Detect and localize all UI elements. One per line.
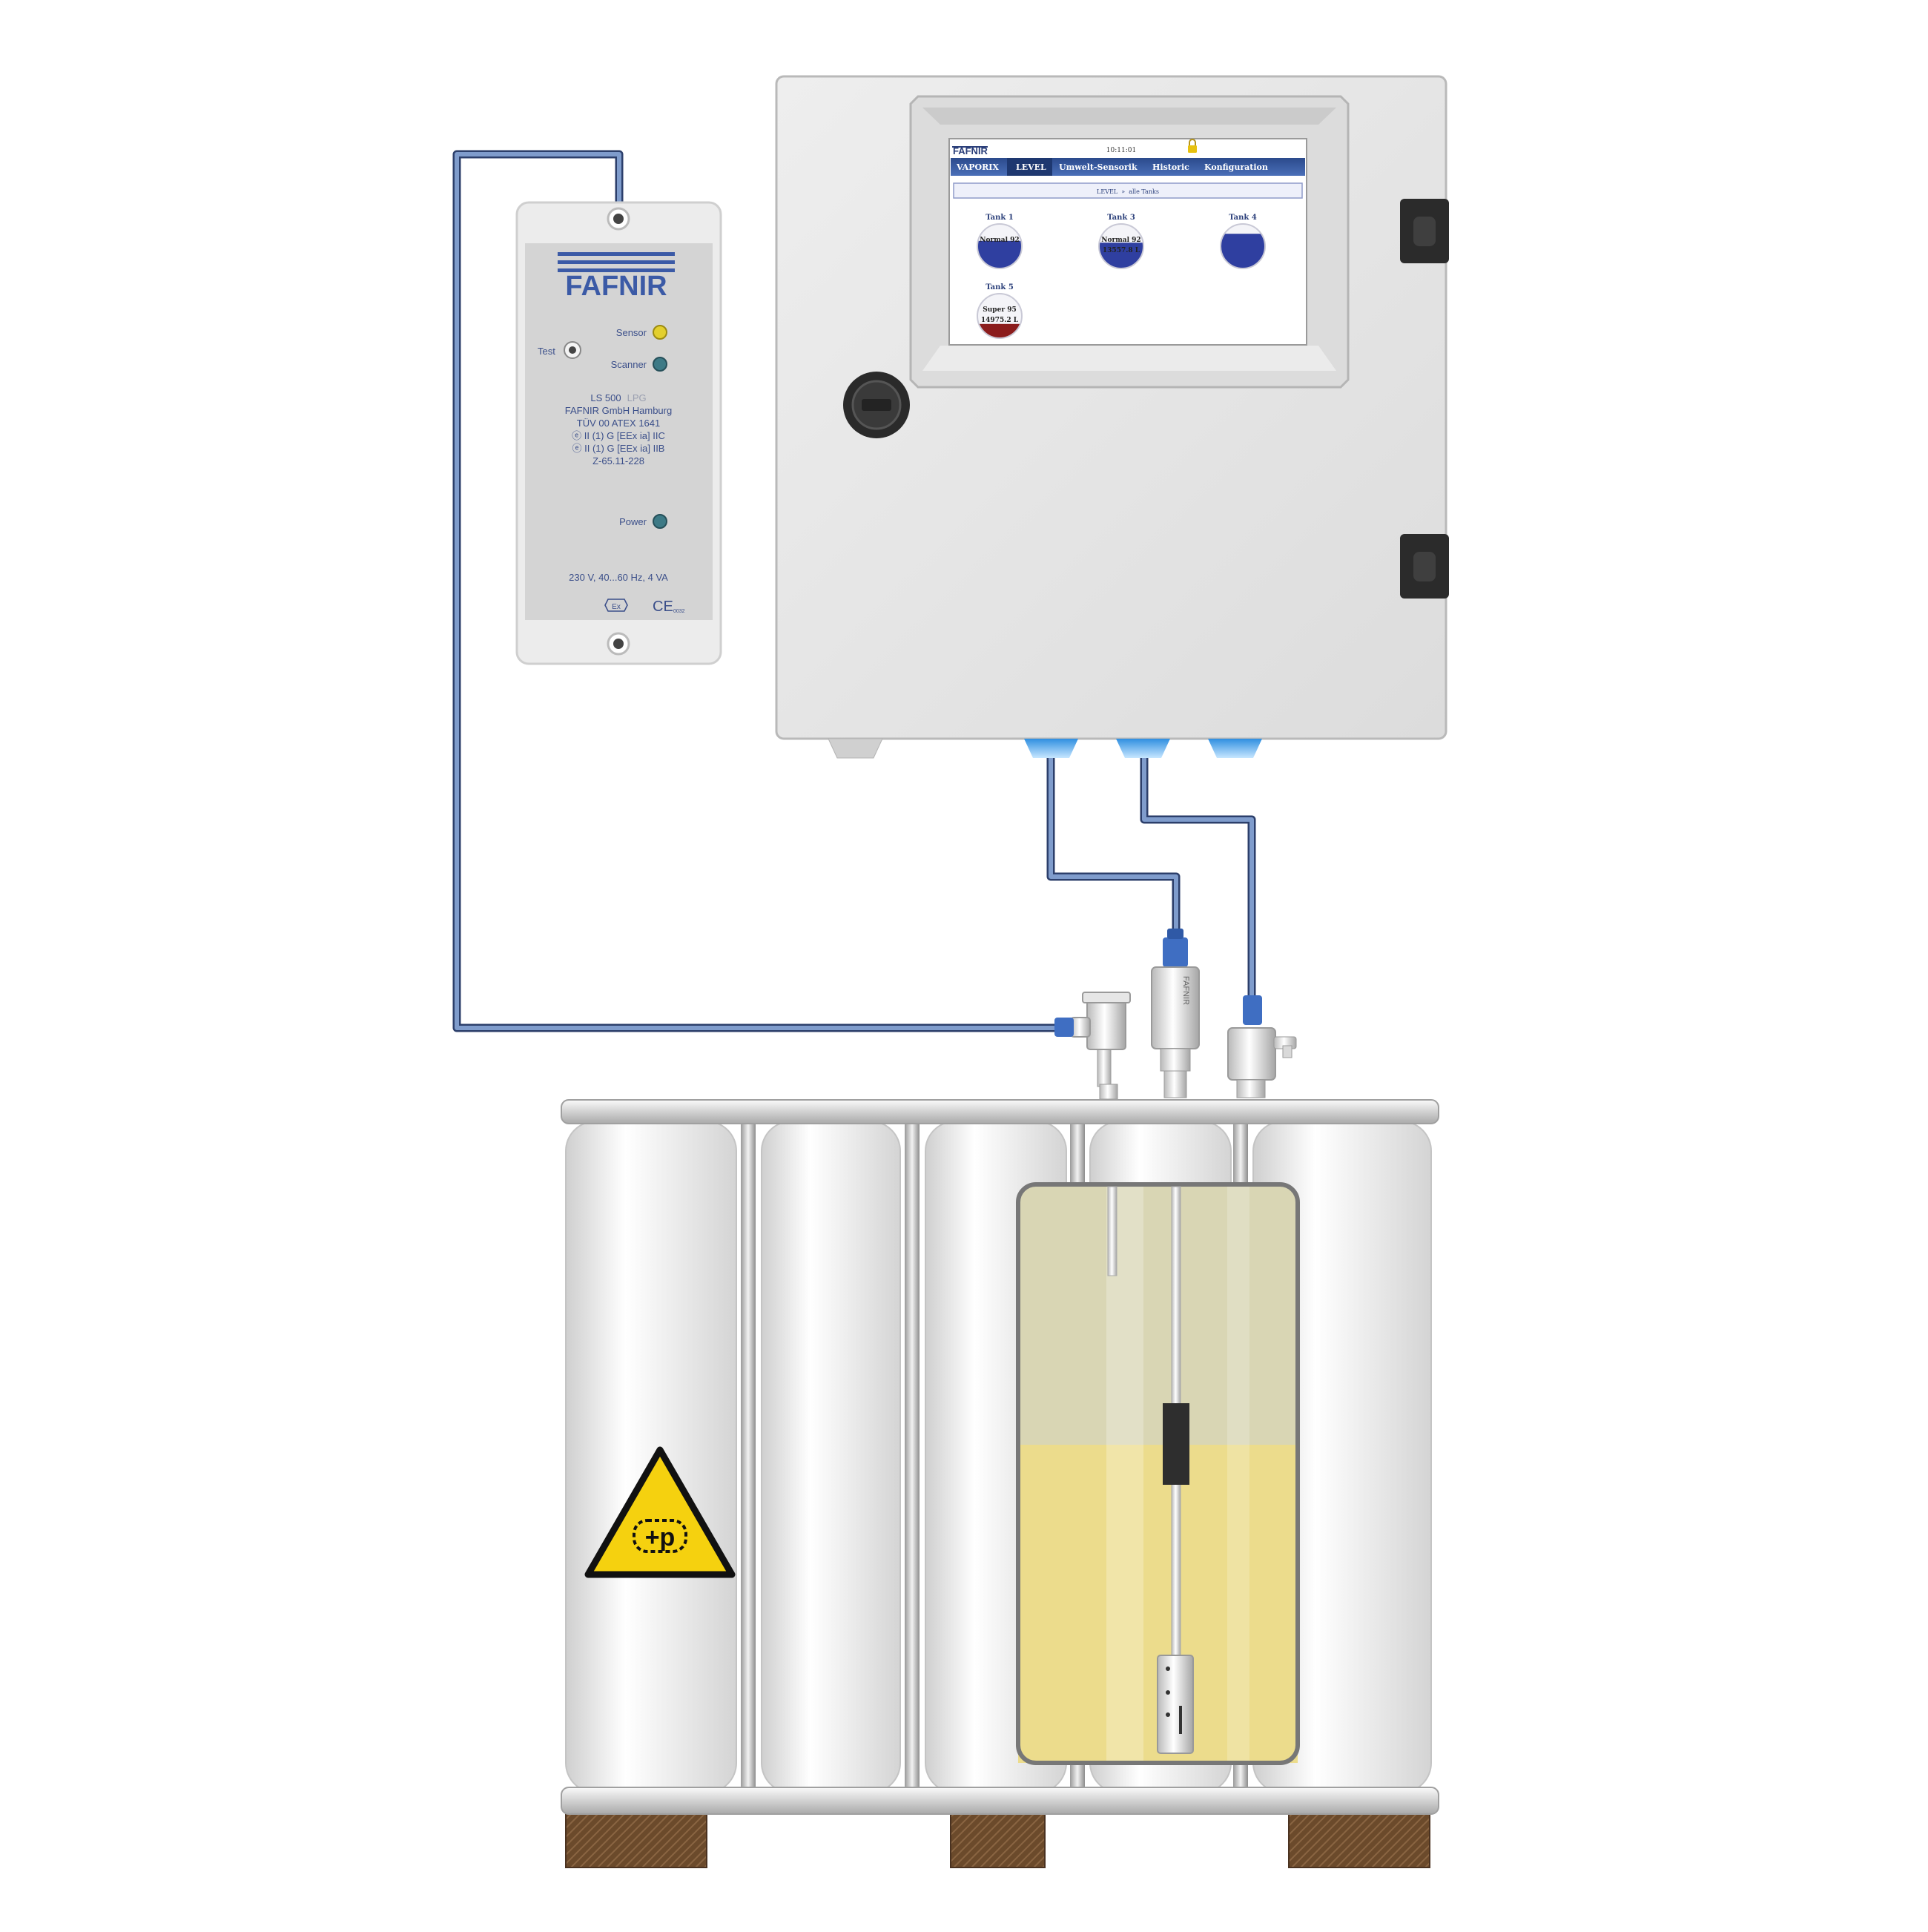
ex-mark-icon: Ex [604, 599, 628, 612]
tank-gauge-name: Tank 4 [1229, 214, 1257, 222]
tab-umwelt-sensorik[interactable]: Umwelt-Sensorik [1059, 162, 1138, 172]
cable-gland [1024, 739, 1078, 758]
tank-gauge[interactable]: Tank 1 Normal 92 [977, 214, 1023, 269]
sensor-left [1054, 992, 1131, 1100]
tank-gauge-product: Normal 92 [1101, 237, 1140, 244]
power-led-label: Power [619, 516, 647, 527]
ibc-tank: +p [561, 1099, 1439, 1868]
power-led [653, 514, 667, 529]
sensor-right [1227, 995, 1297, 1098]
info-line: TÜV 00 ATEX 1641 [577, 418, 661, 429]
info-line: FAFNIR GmbH Hamburg [565, 405, 672, 416]
info-line: Z-65.11-228 [592, 455, 644, 466]
breadcrumb: LEVEL » alle Tanks [1097, 188, 1159, 195]
cable-controller-to-probe [1046, 756, 1181, 957]
model-suffix: LPG [627, 392, 647, 403]
cable-gland [828, 738, 883, 759]
tank-gauge-product: Normal 92 [980, 237, 1019, 244]
ex-mark: Ex [612, 603, 621, 611]
short-probe [1107, 1186, 1117, 1276]
model-label: LS 500 [590, 392, 621, 403]
screen-logo: FAFNIR [953, 145, 988, 156]
tank-gauge-volume: 14975.2 L [981, 317, 1019, 324]
info-line: ⓔ II (1) G [EEx ia] IIC [572, 430, 665, 441]
tab-vaporix[interactable]: VAPORIX [956, 162, 999, 172]
scanner-led [653, 357, 667, 372]
probe-sensor-head [1157, 1655, 1194, 1754]
connector [1054, 1018, 1074, 1037]
sensor-led-label: Sensor [616, 327, 647, 338]
test-button-label: Test [538, 346, 555, 357]
sensor-brand-label: FAFNIR [1181, 976, 1190, 1005]
info-line: ⓔ II (1) G [EEx ia] IIB [572, 443, 665, 454]
tab-active-highlight [1007, 158, 1052, 176]
tank-cutaway [1016, 1182, 1300, 1765]
tank-frame-top [561, 1099, 1439, 1124]
cable-gland [1208, 739, 1262, 758]
warning-label: +p [645, 1523, 676, 1552]
screen-clock: 10:11:01 [1106, 147, 1136, 154]
tank-gauge-name: Tank 5 [986, 283, 1014, 291]
tank-frame-bottom [561, 1787, 1439, 1815]
sensor-middle: FAFNIR [1151, 929, 1200, 1098]
sensor-led [653, 325, 667, 340]
tank-gauge[interactable]: Tank 5 Super 95 14975.2 L [977, 283, 1023, 339]
fafnir-logo-text: FAFNIR [565, 271, 667, 302]
cables [452, 150, 1256, 1032]
fafnir-logo: FAFNIR [558, 252, 675, 302]
ls500-unit: FAFNIR Sensor Scanner Test LS 500 LPG FAF… [515, 201, 722, 665]
tab-level[interactable]: LEVEL [1016, 162, 1046, 172]
controller-cabinet: FAFNIR 10:11:01 VAPORIX LEVEL Umwelt-Sen… [775, 75, 1449, 759]
ls500-info: LS 500 LPG FAFNIR GmbH Hamburg TÜV 00 ATE… [565, 392, 672, 466]
ce-mark: CE [653, 599, 673, 615]
touch-screen[interactable]: FAFNIR 10:11:01 VAPORIX LEVEL Umwelt-Sen… [948, 138, 1307, 346]
tank-gauge[interactable]: Tank 4 [1220, 214, 1266, 269]
breadcrumb-box [953, 182, 1303, 199]
ce-number: 0032 [673, 609, 685, 614]
pallet-foot [565, 1813, 707, 1868]
tank-gauge-volume: 13557.8 L [1103, 247, 1140, 254]
tank-gauge-name: Tank 1 [986, 214, 1014, 222]
tank-gauge-product: Super 95 [983, 306, 1016, 314]
lock-icon [1188, 139, 1197, 153]
tab-konfiguration[interactable]: Konfiguration [1204, 162, 1268, 172]
scanner-led-label: Scanner [611, 359, 647, 370]
power-rating: 230 V, 40...60 Hz, 4 VA [569, 572, 668, 583]
pressure-warning-icon: +p [584, 1446, 736, 1578]
probe-float [1163, 1403, 1189, 1485]
tab-historic[interactable]: Historic [1152, 162, 1189, 172]
cable-gland [1116, 739, 1170, 758]
pallet-foot [950, 1813, 1046, 1868]
door-lock-icon[interactable] [843, 372, 910, 438]
tank-gauge-name: Tank 3 [1107, 214, 1135, 222]
tank-gauge[interactable]: Tank 3 Normal 92 13557.8 L [1098, 214, 1144, 269]
pallet-foot [1288, 1813, 1430, 1868]
